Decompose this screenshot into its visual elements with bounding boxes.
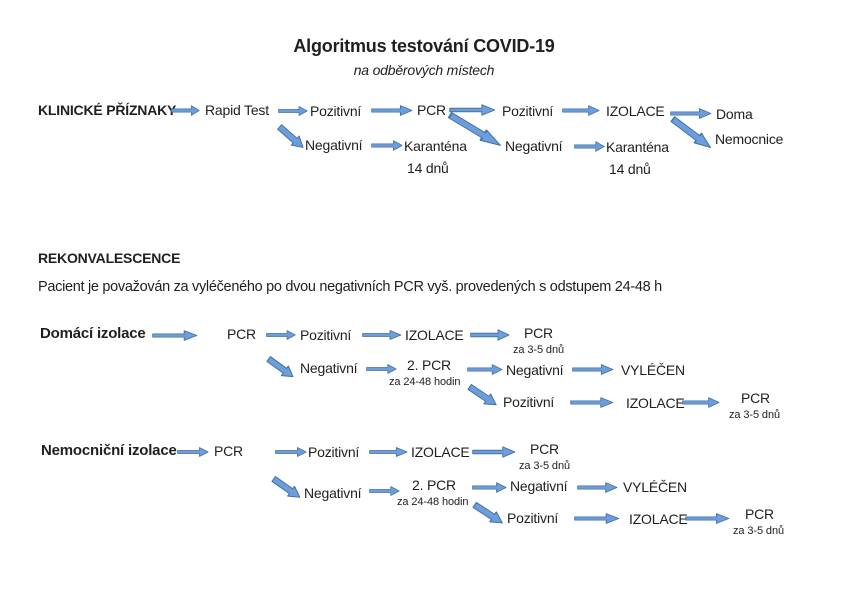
node-negative-1: Negativní [304,485,362,501]
arrow-down-right-icon [269,472,305,504]
node-positive-1: Pozitivní [308,444,360,460]
home-isolation-heading: Domácí izolace [40,325,146,342]
arrow-right-icon [685,512,730,525]
page-subtitle: na odběrových místech [353,62,495,78]
node-pcr-followup-1-timing: za 3-5 dnů [519,460,570,472]
node-pcr-followup-2: PCR [741,390,770,406]
arrow-down-right-icon [264,352,299,383]
node-negative-1: Negativní [300,360,358,376]
arrow-down-right-icon [274,121,309,154]
arrow-right-icon [275,446,307,458]
node-pcr: PCR [227,326,256,342]
node-quarantine-2-duration: 14 dnů [609,161,651,177]
arrow-right-icon [682,396,720,409]
arrow-right-icon [574,512,620,525]
node-quarantine-1-duration: 14 dnů [407,160,449,176]
node-negative-1: Negativní [305,137,363,153]
arrow-down-right-icon [470,498,508,530]
node-negative-2: Negativní [506,362,564,378]
node-pcr: PCR [214,443,243,459]
reconvalescence-note: Pacient je považován za vyléčeného po dv… [38,279,662,295]
arrow-right-icon [572,363,614,376]
node-positive-2: Pozitivní [503,394,555,410]
arrow-right-icon [472,481,507,494]
arrow-right-icon [577,481,618,494]
arrow-right-icon [366,363,397,375]
arrow-right-icon [369,446,408,458]
node-hospital: Nemocnice [715,131,784,147]
node-isolation-1: IZOLACE [405,327,464,343]
node-isolation: IZOLACE [606,103,665,119]
node-pcr-followup-1-timing: za 3-5 dnů [513,344,564,356]
node-negative-2: Negativní [510,478,568,494]
node-quarantine-1: Karanténa [404,138,467,154]
arrow-down-right-icon [465,380,502,411]
reconvalescence-heading: REKONVALESCENCE [38,250,181,266]
node-positive-2: Pozitivní [507,510,559,526]
arrow-right-icon [278,105,308,117]
arrow-right-icon [574,140,605,153]
arrow-right-icon [362,329,402,341]
arrow-right-icon [177,446,209,458]
node-home: Doma [716,106,753,122]
node-pcr-followup-2-timing: za 3-5 dnů [733,525,784,537]
node-second-pcr: 2. PCR [407,357,451,373]
arrow-right-icon [470,328,510,342]
arrow-right-icon [266,329,296,341]
arrow-right-icon [371,139,403,152]
node-pcr: PCR [417,102,446,118]
arrow-right-icon [467,363,503,376]
arrow-right-icon [570,396,614,409]
node-rapid-test: Rapid Test [205,102,269,118]
arrow-right-icon [171,104,200,117]
node-positive-2: Pozitivní [502,103,554,119]
node-isolation-2: IZOLACE [629,511,688,527]
arrow-right-icon [369,485,400,497]
node-pcr-followup-1: PCR [524,325,553,341]
arrow-right-icon [472,445,516,459]
node-negative-2: Negativní [505,138,563,154]
node-isolation-1: IZOLACE [411,444,470,460]
node-pcr-followup-2: PCR [745,506,774,522]
node-second-pcr-timing: za 24-48 hodin [397,496,469,508]
node-quarantine-2: Karanténa [606,139,669,155]
arrow-right-icon [152,329,198,342]
arrow-right-icon [562,104,600,117]
arrow-right-icon [371,104,413,117]
node-second-pcr-timing: za 24-48 hodin [389,376,461,388]
page-title: Algoritmus testování COVID-19 [293,36,555,56]
node-positive-1: Pozitivní [300,327,352,343]
node-pcr-followup-1: PCR [530,441,559,457]
node-isolation-2: IZOLACE [626,395,685,411]
node-cured: VYLÉČEN [621,362,685,378]
node-positive-1: Pozitivní [310,103,362,119]
node-cured: VYLÉČEN [623,479,687,495]
node-second-pcr: 2. PCR [412,477,456,493]
hospital-isolation-heading: Nemocniční izolace [41,442,177,459]
node-pcr-followup-2-timing: za 3-5 dnů [729,409,780,421]
clinical-heading: KLINICKÉ PŘÍZNAKY [38,102,177,118]
